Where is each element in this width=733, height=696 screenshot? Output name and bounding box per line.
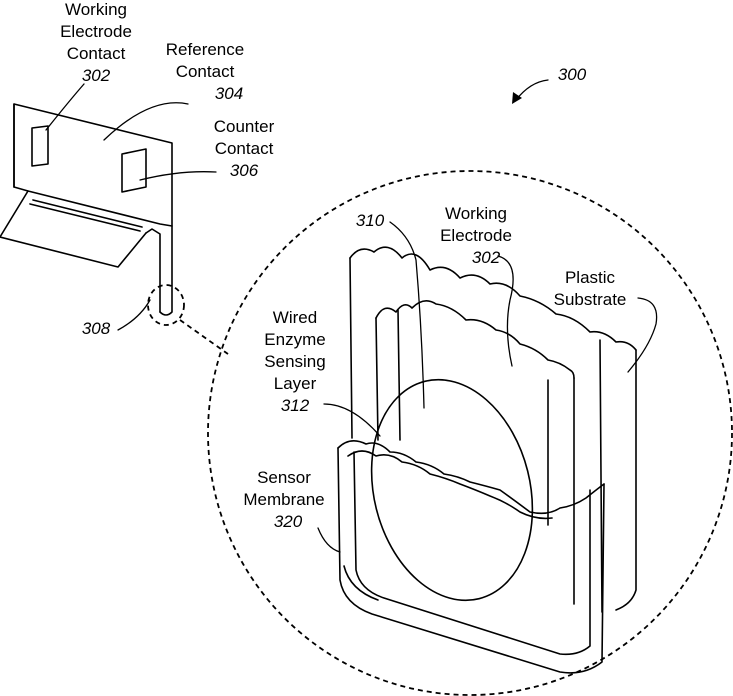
leader-308 bbox=[118, 300, 150, 330]
leader-310 bbox=[390, 222, 424, 408]
label-wired-enzyme-layer: Wired Enzyme Sensing Layer 312 bbox=[250, 307, 340, 417]
label-reference-contact: Reference Contact 304 bbox=[150, 39, 260, 105]
ref-number: 304 bbox=[150, 83, 260, 105]
magnified-sensor bbox=[338, 247, 636, 673]
tip-detail-circle bbox=[148, 285, 184, 325]
leader-reference-contact bbox=[104, 103, 188, 140]
label-line: Contact bbox=[150, 61, 260, 83]
ref-number: 302 bbox=[426, 247, 526, 269]
label-plastic-substrate: Plastic Substrate bbox=[542, 267, 638, 311]
leader-working-contact bbox=[46, 84, 84, 130]
label-300: 300 bbox=[548, 64, 596, 86]
label-line: Layer bbox=[250, 373, 340, 395]
label-line: Plastic bbox=[542, 267, 638, 289]
label-line: Substrate bbox=[542, 289, 638, 311]
label-310: 310 bbox=[350, 210, 390, 232]
label-line: Sensing bbox=[250, 351, 340, 373]
label-line: Wired bbox=[250, 307, 340, 329]
counter-contact-pad bbox=[122, 149, 146, 192]
label-working-electrode-contact: Working Electrode Contact 302 bbox=[46, 0, 146, 87]
label-line: Working bbox=[46, 0, 146, 21]
label-line: Working bbox=[426, 203, 526, 225]
label-line: Enzyme bbox=[250, 329, 340, 351]
leader-working-electrode bbox=[498, 256, 513, 366]
label-line: Reference bbox=[150, 39, 260, 61]
label-line: Contact bbox=[196, 138, 292, 160]
label-counter-contact: Counter Contact 306 bbox=[196, 116, 292, 182]
ref-number: 312 bbox=[250, 395, 340, 417]
ref-number: 302 bbox=[46, 65, 146, 87]
label-line: Membrane bbox=[236, 489, 332, 511]
ref-number: 306 bbox=[196, 160, 292, 182]
sensor-body bbox=[0, 104, 172, 315]
label-sensor-membrane: Sensor Membrane 320 bbox=[236, 467, 332, 533]
label-line: Electrode bbox=[46, 21, 146, 43]
label-line: Counter bbox=[196, 116, 292, 138]
label-line: Contact bbox=[46, 43, 146, 65]
working-electrode-contact-pad bbox=[32, 126, 48, 166]
label-308: 308 bbox=[76, 318, 116, 340]
label-working-electrode: Working Electrode 302 bbox=[426, 203, 526, 269]
ref-number: 320 bbox=[236, 511, 332, 533]
label-line: Electrode bbox=[426, 225, 526, 247]
detail-connector bbox=[180, 320, 228, 354]
ref-300-arrow bbox=[512, 80, 548, 104]
label-line: Sensor bbox=[236, 467, 332, 489]
